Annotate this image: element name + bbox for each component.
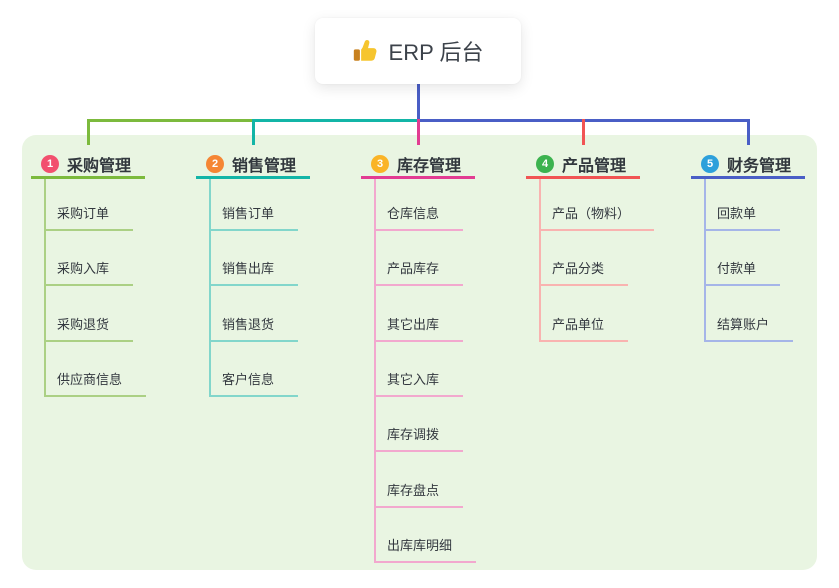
mindmap-item[interactable]: 产品分类 bbox=[539, 260, 629, 286]
branch-header-sales[interactable]: 2 销售管理 bbox=[196, 151, 310, 179]
mindmap-item[interactable]: 回款单 bbox=[704, 205, 781, 231]
mindmap-item[interactable]: 其它出库 bbox=[374, 316, 464, 342]
branch-label: 库存管理 bbox=[397, 157, 462, 175]
mindmap-item[interactable]: 结算账户 bbox=[704, 316, 794, 342]
mindmap-item[interactable]: 客户信息 bbox=[209, 371, 299, 397]
connector-line bbox=[374, 179, 376, 563]
mindmap-item[interactable]: 仓库信息 bbox=[374, 205, 464, 231]
branch-header-inventory[interactable]: 3 库存管理 bbox=[361, 151, 475, 179]
mindmap-item[interactable]: 库存调拨 bbox=[374, 426, 464, 452]
branch-header-purchase[interactable]: 1 采购管理 bbox=[31, 151, 145, 179]
branch-label: 采购管理 bbox=[67, 157, 132, 175]
mindmap-item[interactable]: 产品单位 bbox=[539, 316, 629, 342]
mindmap-item[interactable]: 供应商信息 bbox=[44, 371, 147, 397]
branch-number-badge: 3 bbox=[371, 154, 389, 173]
mindmap-item[interactable]: 销售出库 bbox=[209, 260, 299, 286]
branch-number-badge: 1 bbox=[41, 154, 59, 173]
mindmap-item[interactable]: 采购退货 bbox=[44, 316, 134, 342]
branch-header-product[interactable]: 4 产品管理 bbox=[526, 151, 640, 179]
connector-drop-line bbox=[416, 119, 420, 145]
branch-number-badge: 4 bbox=[536, 154, 554, 173]
root-node[interactable]: ERP 后台 bbox=[315, 18, 521, 84]
mindmap-item[interactable]: 采购订单 bbox=[44, 205, 134, 231]
mindmap-item[interactable]: 付款单 bbox=[704, 260, 781, 286]
mindmap-item[interactable]: 销售订单 bbox=[209, 205, 299, 231]
connector-line bbox=[86, 119, 254, 122]
mindmap-item[interactable]: 其它入库 bbox=[374, 371, 464, 397]
connector-line bbox=[209, 179, 211, 397]
connector-line bbox=[704, 179, 706, 342]
trunk-connector-line bbox=[416, 84, 420, 122]
connector-line bbox=[539, 179, 541, 342]
mindmap-item[interactable]: 销售退货 bbox=[209, 316, 299, 342]
connector-line bbox=[254, 119, 418, 122]
branch-header-finance[interactable]: 5 财务管理 bbox=[691, 151, 805, 179]
branch-label: 财务管理 bbox=[727, 157, 792, 175]
mindmap-item[interactable]: 出库库明细 bbox=[374, 537, 477, 563]
branch-number-badge: 2 bbox=[206, 154, 224, 173]
connector-drop-line bbox=[746, 119, 750, 145]
connector-line bbox=[44, 179, 46, 397]
mindmap-item[interactable]: 库存盘点 bbox=[374, 482, 464, 508]
connector-drop-line bbox=[581, 119, 585, 145]
branch-label: 销售管理 bbox=[232, 157, 297, 175]
thumbs-up-icon bbox=[353, 38, 379, 64]
connector-drop-line bbox=[86, 119, 90, 145]
branch-label: 产品管理 bbox=[562, 157, 627, 175]
mindmap-item[interactable]: 产品库存 bbox=[374, 260, 464, 286]
connector-drop-line bbox=[251, 119, 255, 145]
mindmap-item[interactable]: 产品（物料） bbox=[539, 205, 655, 231]
root-node-label: ERP 后台 bbox=[388, 40, 484, 65]
branch-number-badge: 5 bbox=[701, 154, 719, 173]
canvas-panel bbox=[22, 135, 817, 570]
mindmap-item[interactable]: 采购入库 bbox=[44, 260, 134, 286]
